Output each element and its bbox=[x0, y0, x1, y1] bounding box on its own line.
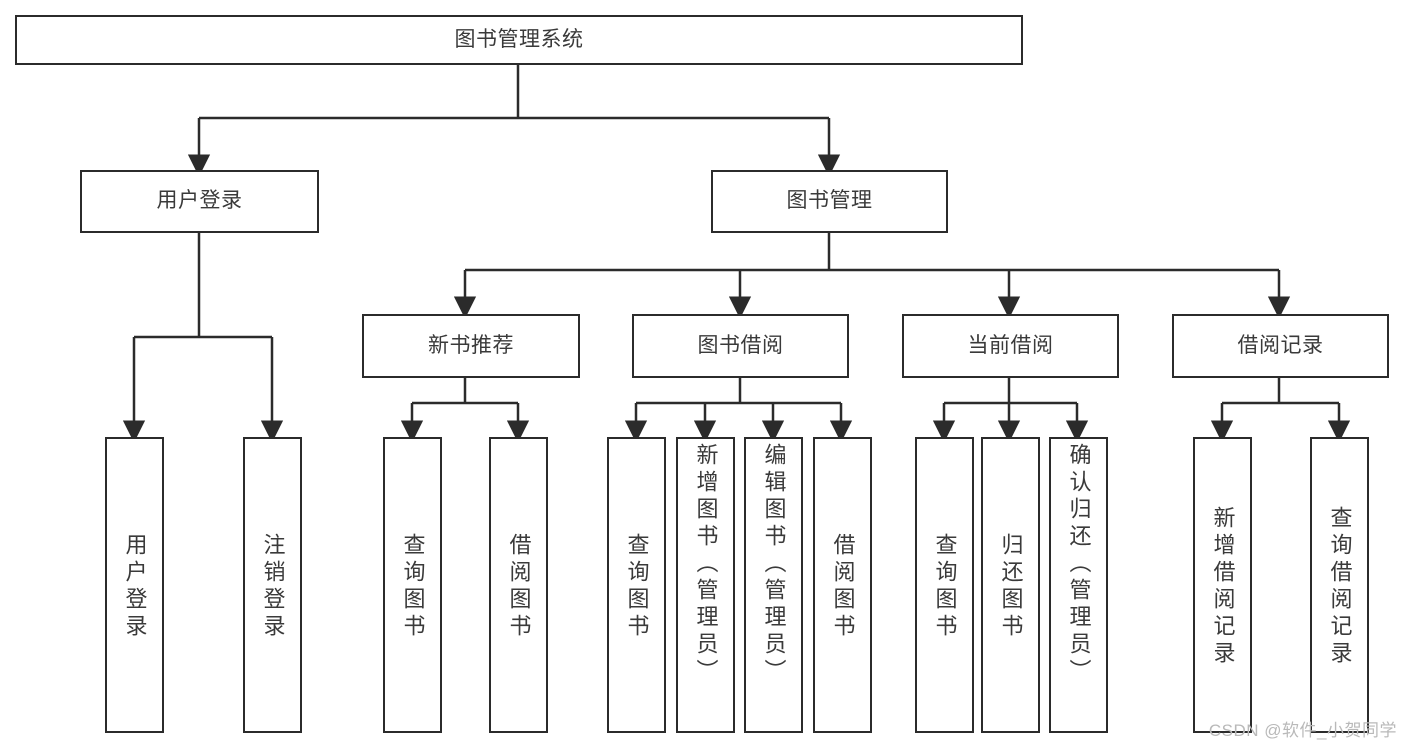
node-leaf-user-login-login[interactable]: 用户登录 bbox=[105, 437, 164, 733]
node-leaf-current-borrow-query[interactable]: 查询图书 bbox=[915, 437, 974, 733]
node-label: 编辑图书（管理员） bbox=[761, 443, 787, 686]
node-leaf-user-login-logout[interactable]: 注销登录 bbox=[243, 437, 302, 733]
node-label: 归还图书 bbox=[998, 533, 1024, 641]
node-label: 用户登录 bbox=[156, 189, 243, 213]
node-book-borrow[interactable]: 图书借阅 bbox=[632, 314, 849, 378]
node-label: 注销登录 bbox=[260, 533, 286, 641]
node-label: 借阅图书 bbox=[506, 533, 532, 641]
node-label: 查询图书 bbox=[932, 533, 958, 641]
node-label: 确认归还（管理员） bbox=[1066, 443, 1092, 686]
node-label: 用户登录 bbox=[122, 533, 148, 641]
node-label: 新增借阅记录 bbox=[1210, 506, 1236, 668]
node-leaf-borrow-record-query[interactable]: 查询借阅记录 bbox=[1310, 437, 1369, 733]
node-leaf-book-borrow-query[interactable]: 查询图书 bbox=[607, 437, 666, 733]
node-label: 图书管理 bbox=[786, 189, 873, 213]
node-label: 图书管理系统 bbox=[454, 27, 584, 51]
node-leaf-current-borrow-confirm-return[interactable]: 确认归还（管理员） bbox=[1049, 437, 1108, 733]
node-label: 查询图书 bbox=[400, 533, 426, 641]
node-user-login[interactable]: 用户登录 bbox=[80, 170, 319, 233]
node-label: 新增图书（管理员） bbox=[693, 443, 719, 686]
node-label: 借阅记录 bbox=[1237, 333, 1324, 357]
node-leaf-new-book-query[interactable]: 查询图书 bbox=[383, 437, 442, 733]
node-new-book-recommend[interactable]: 新书推荐 bbox=[362, 314, 580, 378]
node-leaf-borrow-record-add[interactable]: 新增借阅记录 bbox=[1193, 437, 1252, 733]
node-label: 图书借阅 bbox=[697, 333, 784, 357]
node-label: 新书推荐 bbox=[428, 333, 514, 357]
node-current-borrow[interactable]: 当前借阅 bbox=[902, 314, 1119, 378]
node-label: 查询借阅记录 bbox=[1327, 506, 1353, 668]
node-book-management[interactable]: 图书管理 bbox=[711, 170, 948, 233]
node-leaf-book-borrow-add[interactable]: 新增图书（管理员） bbox=[676, 437, 735, 733]
node-leaf-current-borrow-return[interactable]: 归还图书 bbox=[981, 437, 1040, 733]
node-label: 借阅图书 bbox=[830, 533, 856, 641]
node-leaf-new-book-borrow[interactable]: 借阅图书 bbox=[489, 437, 548, 733]
node-borrow-record[interactable]: 借阅记录 bbox=[1172, 314, 1389, 378]
node-label: 查询图书 bbox=[624, 533, 650, 641]
node-leaf-book-borrow-edit[interactable]: 编辑图书（管理员） bbox=[744, 437, 803, 733]
node-root-book-management-system[interactable]: 图书管理系统 bbox=[15, 15, 1023, 65]
node-leaf-book-borrow-borrow[interactable]: 借阅图书 bbox=[813, 437, 872, 733]
node-label: 当前借阅 bbox=[967, 333, 1054, 357]
